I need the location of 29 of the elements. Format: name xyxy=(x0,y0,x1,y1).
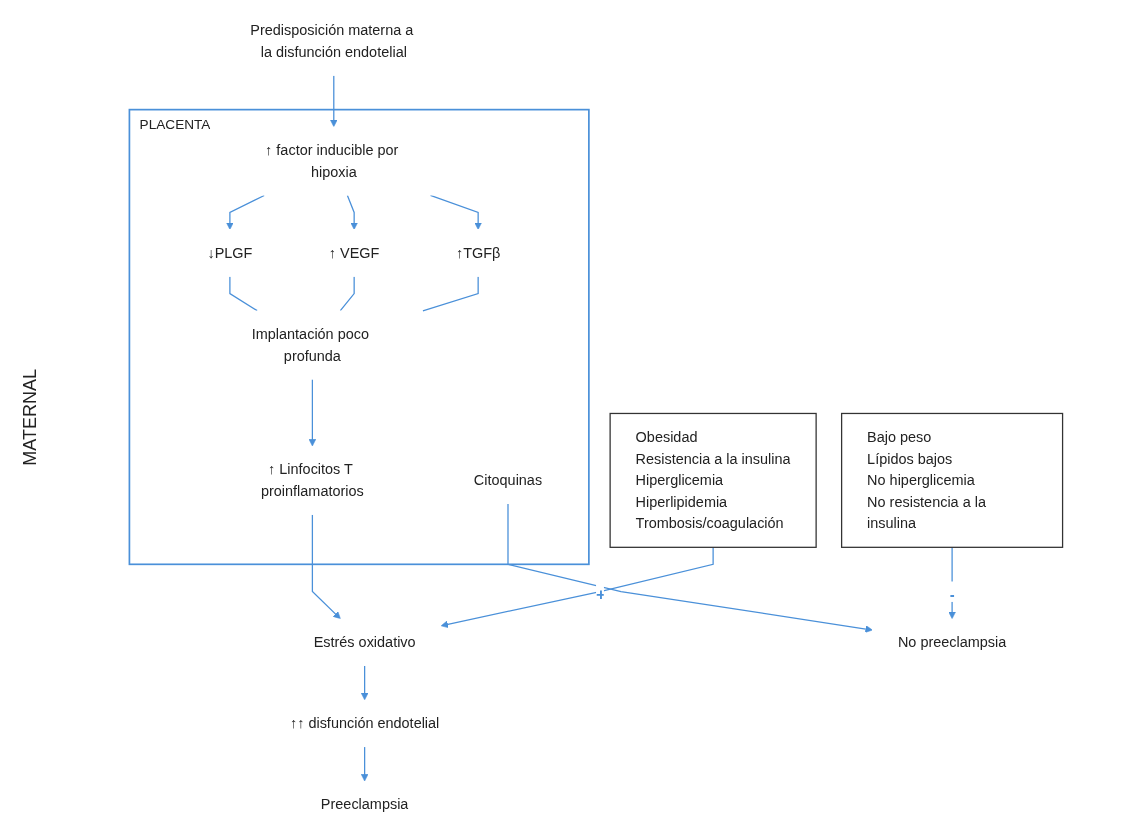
arrow xyxy=(360,746,369,782)
node-text: ↑↑ disfunción endotelial xyxy=(289,715,440,732)
arrow xyxy=(311,514,341,620)
node-text: No preeclampsia xyxy=(897,634,1007,651)
connector xyxy=(422,276,479,312)
arrow xyxy=(226,194,265,230)
arrow xyxy=(429,194,482,230)
node-text: Preeclampsia xyxy=(320,796,409,813)
node-text: ↑ factor inducible por hipoxia xyxy=(265,141,399,180)
arrow xyxy=(440,546,714,628)
edge-label: - xyxy=(949,584,956,604)
connector xyxy=(229,276,258,312)
arrow xyxy=(330,75,338,127)
node-text: ↓PLGF xyxy=(207,244,253,261)
arrow xyxy=(346,194,358,230)
node-text: Predisposición materna a la disfunción endotelial xyxy=(250,22,414,60)
arrow xyxy=(507,503,873,633)
node-text: Implantación poco profunda xyxy=(251,325,370,364)
node-text: Estrés oxidativo xyxy=(313,634,416,651)
node-box: Obesidad Resistencia a la insulina Hiperglicemia Hiperlipidemia Trombosis/coagulación xyxy=(609,412,817,548)
node-text: ↑ Linfocitos T proinflamatorios xyxy=(260,461,364,500)
arrow xyxy=(360,665,369,701)
node-text: Citoquinas xyxy=(473,472,543,489)
node-text: ↑ VEGF xyxy=(328,244,380,261)
node-text: ↑TGFβ xyxy=(455,244,501,261)
side-label: MATERNAL xyxy=(19,369,41,466)
node-box: Bajo peso Lípidos bajos No hiperglicemia No resistencia a la insulina xyxy=(841,412,1064,548)
connector xyxy=(339,276,355,312)
arrow xyxy=(308,378,317,447)
